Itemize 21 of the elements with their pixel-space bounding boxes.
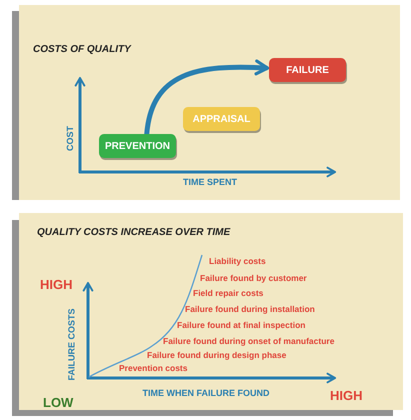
curve-label: Failure found during installation [185, 305, 315, 314]
axis-end-label: HIGH [330, 389, 362, 402]
process-box: APPRAISAL [183, 107, 260, 131]
curve-label: Field repair costs [193, 289, 264, 298]
axis-label: COST [66, 126, 74, 150]
curve-label: Failure found during design phase [147, 351, 286, 360]
curve-label: Failure found at final inspection [177, 321, 306, 330]
curve-label: Failure found during onset of manufacture [163, 337, 334, 346]
curve-label: Liability costs [209, 257, 266, 266]
axis-label: TIME WHEN FAILURE FOUND [142, 389, 270, 398]
axis-label: FAILURE COSTS [68, 308, 76, 380]
process-box: FAILURE [269, 58, 346, 82]
curve-label: Prevention costs [119, 364, 188, 372]
curved-arrow [144, 60, 270, 136]
panel-title: COSTS OF QUALITY [33, 45, 131, 55]
panel-title: QUALITY COSTS INCREASE OVER TIME [37, 228, 230, 238]
axis-end-label: HIGH [40, 278, 72, 291]
axis-label: TIME SPENT [183, 178, 238, 187]
axis-end-label: LOW [43, 396, 74, 409]
curve-label: Failure found by customer [200, 274, 307, 282]
process-box: PREVENTION [99, 134, 176, 158]
